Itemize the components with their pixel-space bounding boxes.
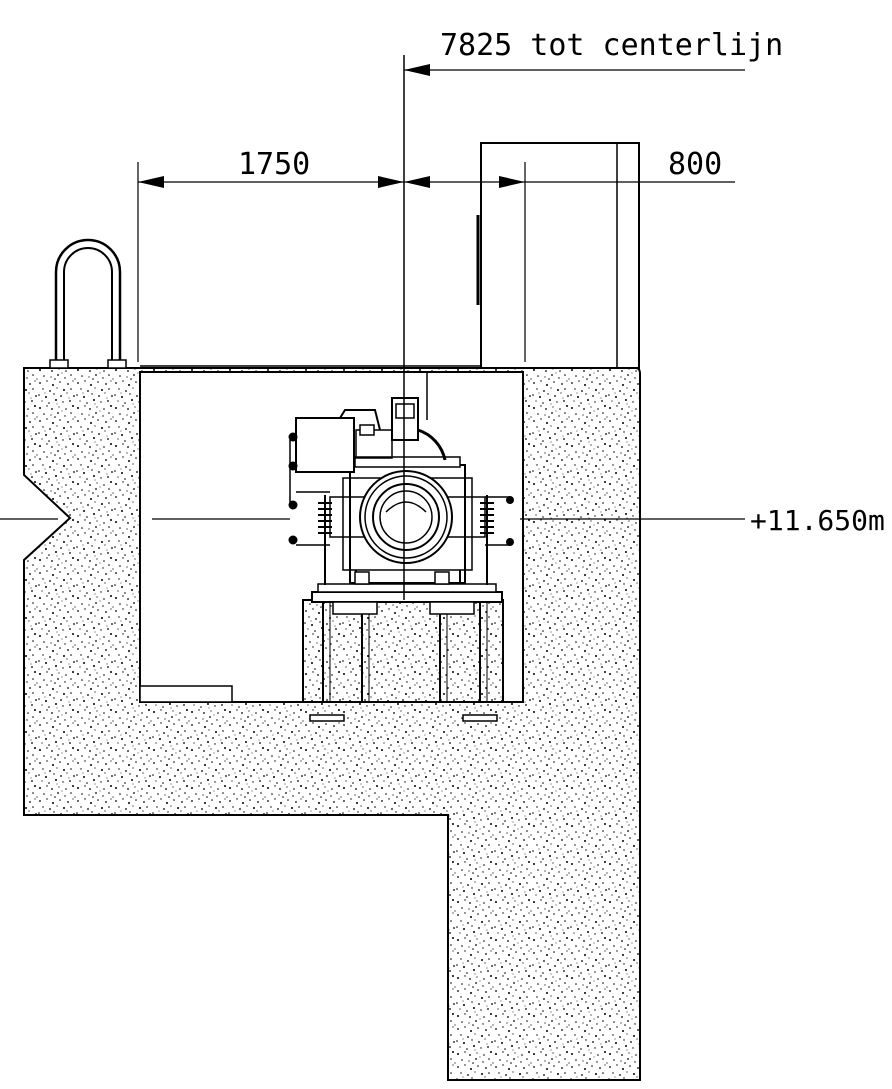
concrete-structure	[23, 367, 641, 1081]
pump-foundation	[302, 599, 504, 703]
dimension-centerline	[404, 64, 745, 76]
dimension-right-label: 800	[668, 147, 722, 182]
handrail	[49, 238, 127, 369]
pit-slab	[139, 685, 233, 703]
pump-assembly	[288, 397, 514, 722]
centerline-label: 7825 tot centerlijn	[440, 28, 783, 63]
elevation-label: +11.650m	[750, 504, 885, 537]
dimension-800	[404, 162, 735, 362]
dimension-1750	[137, 162, 404, 362]
dimension-left-label: 1750	[238, 147, 310, 182]
electrical-cabinet	[426, 142, 640, 420]
